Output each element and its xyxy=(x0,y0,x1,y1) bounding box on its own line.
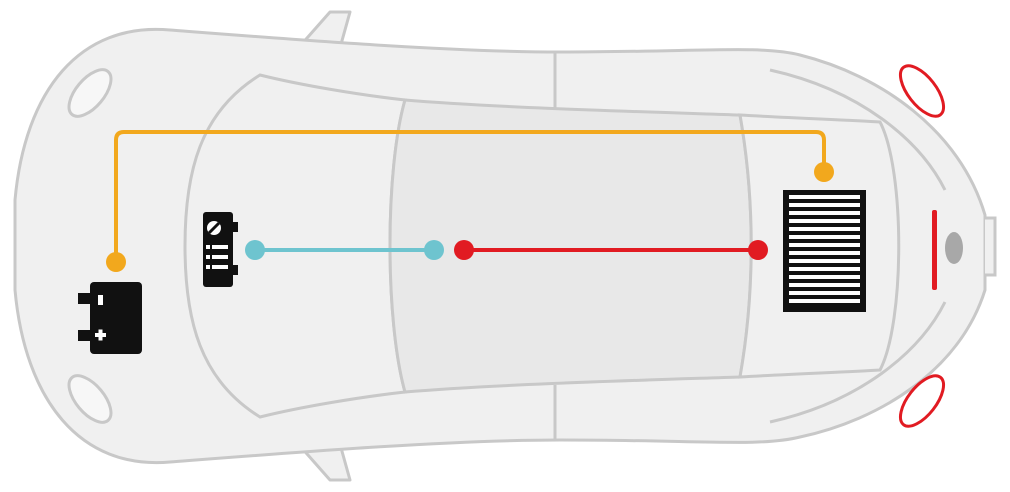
signal-wire-end-head-unit xyxy=(245,240,265,260)
power-wire-end-cabin xyxy=(454,240,474,260)
car-battery-icon xyxy=(78,282,142,354)
rear-brake-light xyxy=(932,210,937,290)
cabin xyxy=(183,73,901,419)
battery-wire-end-battery xyxy=(106,252,126,272)
headlights xyxy=(67,68,113,424)
battery-wire-end-amplifier xyxy=(814,162,834,182)
taillight-right xyxy=(898,374,946,428)
wires xyxy=(106,130,834,272)
signal-wire-end-cabin xyxy=(424,240,444,260)
car-stereo-icon xyxy=(203,212,238,287)
headlight-left xyxy=(67,68,113,118)
rear-fender-right xyxy=(769,301,947,424)
exhaust-icon xyxy=(945,232,963,264)
headlight-right xyxy=(67,374,113,424)
taillight-left xyxy=(898,64,946,118)
taillights xyxy=(898,64,963,428)
rear-bumper xyxy=(985,216,997,277)
rear-fender-left xyxy=(769,68,947,191)
power-wire-end-amplifier xyxy=(748,240,768,260)
battery-wire xyxy=(114,130,826,262)
amplifier-icon xyxy=(783,190,866,312)
roof xyxy=(388,98,753,394)
